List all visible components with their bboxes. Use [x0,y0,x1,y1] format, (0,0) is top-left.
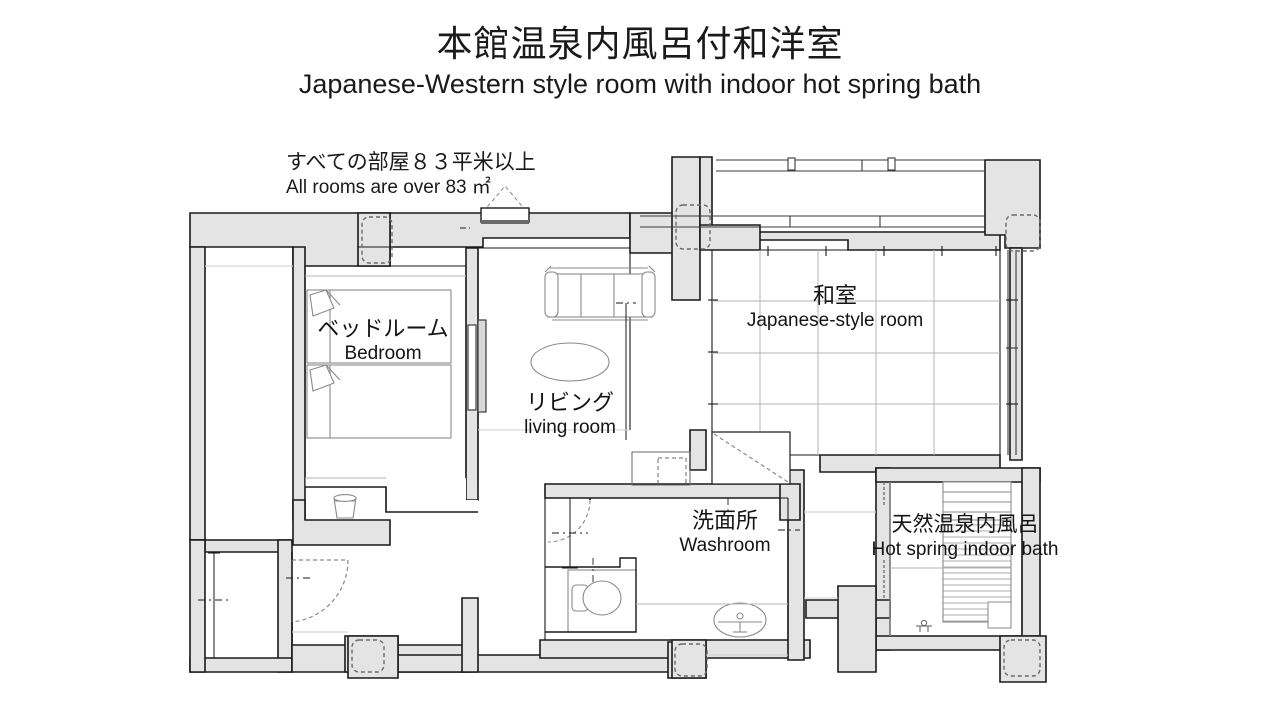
coffee-table-oval [530,342,610,382]
page-title-japanese: 本館温泉内風呂付和洋室 [436,23,844,64]
area-note: すべての部屋８３平米以上 All rooms are over 83 ㎡ [286,150,536,200]
entrance-door-swing [291,559,349,623]
toilet [567,569,637,633]
wall-masses [189,156,1047,683]
bath-shower-tap [916,619,932,632]
washroom-door-swing [547,499,591,543]
washroom-centre-line [592,498,729,585]
tatami-grid [712,250,1000,455]
sliding-doors-east[interactable] [1006,250,1018,455]
area-note-english: All rooms are over 83 ㎡ [286,177,491,198]
page-title-english: Japanese-Western style room with indoor … [298,69,982,99]
stair-closet [711,431,791,485]
misc-guides [205,265,876,656]
centre-closet [631,451,691,486]
sofa-three-seat [544,265,656,321]
bed-single-left [306,289,452,364]
bathtub-ledge [942,481,1012,629]
bedroom-thin-detail [305,275,466,479]
north-entry-opening [480,207,530,224]
washbasin [713,602,767,638]
sliding-doors-north[interactable] [716,157,985,172]
north-entry-marker [482,185,528,213]
bed-single-right [306,364,452,439]
area-note-japanese: すべての部屋８３平米以上 [286,151,536,174]
bedroom-stool [333,494,357,519]
toilet-enclosure [545,557,637,633]
bedroom-sliding-partition[interactable] [467,319,487,413]
bath-wall-ledge [889,482,1011,636]
sliding-doors-living-north[interactable] [640,215,986,228]
closet-outlines [351,204,1041,677]
page-header: 本館温泉内風呂付和洋室 Japanese-Western style room … [0,22,1280,100]
dimension-lines [198,227,800,659]
